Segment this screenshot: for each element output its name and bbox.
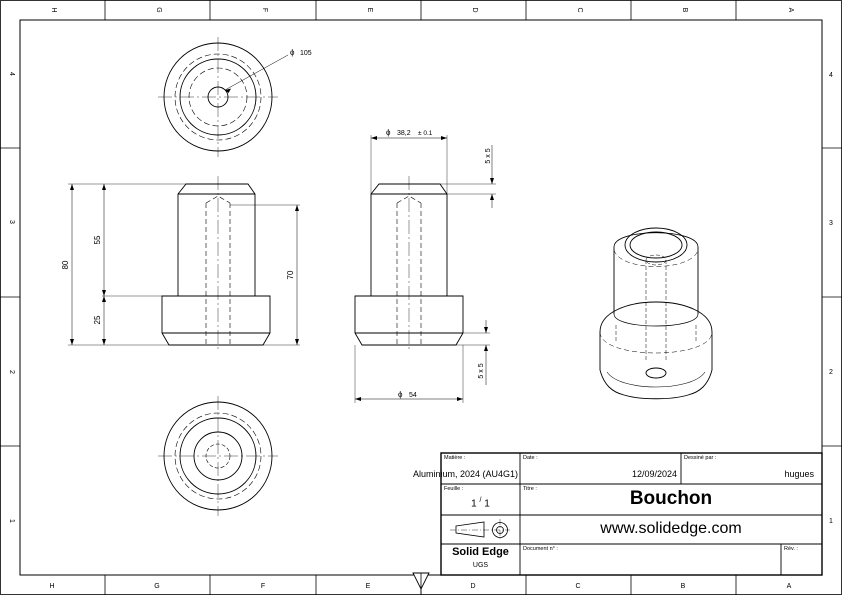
- col-label-top: C: [576, 7, 583, 12]
- drawing-title: Bouchon: [629, 488, 713, 509]
- col-label-bottom: D: [470, 583, 475, 590]
- front-view: [68, 176, 300, 352]
- dim-hole-diameter: 105: [300, 50, 312, 57]
- col-label-bottom: A: [787, 583, 792, 590]
- date-label: Date :: [523, 455, 538, 461]
- col-label-top: F: [261, 8, 268, 12]
- dim-chamfer-bottom: 5 x 5: [478, 363, 485, 378]
- col-label-top: A: [787, 8, 794, 13]
- row-label-left: 2: [8, 370, 15, 374]
- projection-marker: [412, 572, 430, 595]
- row-label-left: 1: [8, 519, 15, 523]
- dim-chamfer-top: 5 x 5: [485, 148, 492, 163]
- zone-letters: H G F E D C B A H G F E D C B A 4 3 2 1 …: [8, 7, 833, 590]
- col-label-bottom: C: [575, 583, 580, 590]
- row-label-left: 4: [8, 72, 15, 76]
- col-label-top: D: [471, 7, 478, 12]
- row-label-left: 3: [8, 220, 15, 224]
- side-view: [354, 135, 496, 403]
- brand-name: Solid Edge: [452, 546, 509, 558]
- dim-top-diameter: 38,2: [397, 130, 411, 137]
- revision-label: Rév. :: [784, 546, 798, 552]
- row-label-right: 4: [829, 72, 833, 79]
- date-value: 12/09/2024: [631, 469, 677, 479]
- title-block-grid: [440, 452, 823, 576]
- row-label-right: 3: [829, 220, 833, 227]
- dim-hole-phi: ϕ: [290, 48, 295, 57]
- website-text: www.solidedge.com: [600, 520, 742, 537]
- col-label-bottom: E: [366, 583, 371, 590]
- dim-lower-height: 25: [93, 315, 102, 324]
- drawn-by-label: Dessiné par :: [684, 455, 717, 461]
- col-label-bottom: F: [261, 583, 265, 590]
- dim-bore-depth: 70: [286, 270, 295, 279]
- col-label-top: H: [50, 7, 57, 12]
- dim-upper-height: 55: [93, 235, 102, 244]
- dim-top-phi: ϕ: [386, 128, 391, 137]
- sheet-separator: /: [479, 497, 482, 504]
- sheet-total: 1: [484, 498, 490, 510]
- material-label: Matière :: [444, 455, 466, 461]
- row-label-right: 2: [829, 369, 833, 376]
- bottom-view: [158, 396, 278, 516]
- col-label-top: G: [155, 7, 162, 12]
- sheet-current: 1: [471, 498, 477, 510]
- isometric-view: [599, 227, 713, 400]
- dim-base-phi: ϕ: [398, 390, 403, 399]
- col-label-bottom: H: [49, 583, 54, 590]
- col-label-bottom: G: [154, 583, 159, 590]
- row-label-right: 1: [829, 518, 833, 525]
- document-label: Document n° :: [523, 546, 558, 552]
- sheet-label: Feuille :: [444, 486, 464, 492]
- col-label-top: E: [366, 8, 373, 13]
- title-label: Titre :: [523, 486, 537, 492]
- brand-sub: UGS: [472, 562, 489, 569]
- dim-top-tolerance: ± 0.1: [418, 130, 433, 137]
- sheet-number: 1 / 1: [441, 497, 520, 509]
- material-value: Aluminium, 2024 (AU4G1): [412, 469, 518, 479]
- dim-base-diameter: 54: [409, 392, 417, 399]
- col-label-bottom: B: [681, 583, 686, 590]
- top-view: [158, 37, 289, 157]
- drawn-by-value: hugues: [784, 469, 814, 479]
- dim-total-height: 80: [61, 260, 70, 269]
- col-label-top: B: [681, 8, 688, 13]
